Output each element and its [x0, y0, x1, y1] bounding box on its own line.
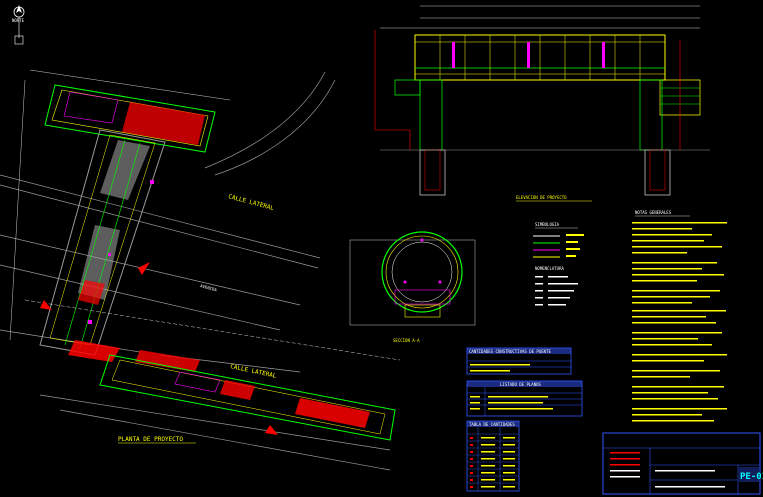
notas-title: NOTAS GENERALES	[635, 210, 672, 215]
general-notes: NOTAS GENERALES	[632, 210, 727, 422]
street-lines	[0, 71, 391, 471]
calle-lateral-label-1: CALLE LATERAL	[227, 193, 275, 212]
planos-title: LISTADO DE PLANOS	[500, 382, 542, 387]
cantidades-detail-table: TABLA DE CANTIDADES	[466, 420, 520, 492]
elevation-title: ELEVACION DE PROYECTO	[516, 195, 567, 200]
symbology-legend: SIMBOLOGIA NOMENCLATURA	[533, 222, 584, 306]
section-view: SECCION A-A	[349, 231, 476, 343]
north-arrow-icon: NORTE	[12, 5, 25, 45]
drawing-code: PE-01	[740, 472, 763, 482]
cantidades-title: CANTIDADES CONSTRUCTIVAS DE PUENTE	[469, 349, 551, 354]
tabla-title: TABLA DE CANTIDADES	[469, 422, 515, 427]
simbologia-title: SIMBOLOGIA	[535, 222, 560, 227]
section-title: SECCION A-A	[393, 338, 420, 343]
avenida-label: AVENIDA	[200, 283, 218, 292]
calle-lateral-label-2: CALLE LATERAL	[230, 363, 278, 380]
plan-view: CALLE LATERAL CALLE LATERAL AVENIDA PLAN…	[9, 69, 401, 444]
title-block: PE-01	[602, 432, 763, 495]
elevation-view: ELEVACION DE PROYECTO	[374, 5, 710, 202]
nomenclatura-title: NOMENCLATURA	[535, 266, 564, 271]
north-label: NORTE	[12, 18, 25, 23]
cantidades-table: CANTIDADES CONSTRUCTIVAS DE PUENTE	[466, 347, 572, 375]
plan-title: PLANTA DE PROYECTO	[118, 436, 183, 443]
planos-table: LISTADO DE PLANOS	[466, 380, 583, 417]
